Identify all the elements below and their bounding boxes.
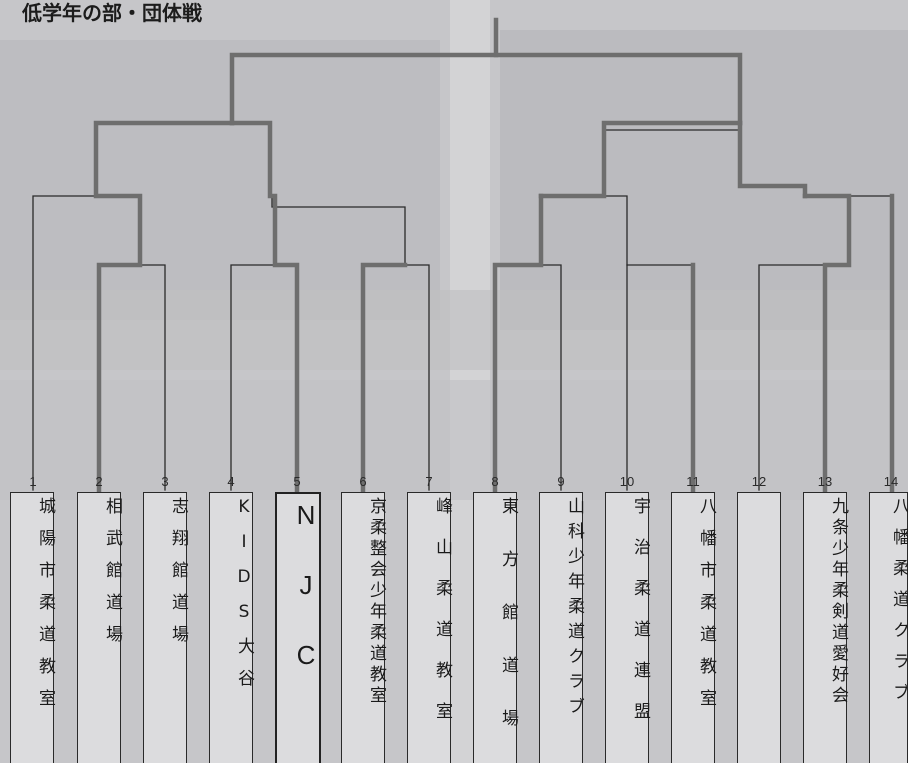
team-name: 宇治柔道連盟 bbox=[606, 497, 648, 743]
bracket-lines-winner bbox=[96, 20, 892, 490]
team-name-box: 相武館道場 bbox=[77, 492, 121, 763]
team-number: 9 bbox=[546, 474, 576, 489]
team-number: 12 bbox=[744, 474, 774, 489]
team-name: KIDS大谷 bbox=[210, 497, 252, 701]
team-name-box: 九条少年柔剣道愛好会 bbox=[803, 492, 847, 763]
team-number: 4 bbox=[216, 474, 246, 489]
team-name: 京柔整会少年柔道教室 bbox=[342, 497, 384, 707]
team-number: 2 bbox=[84, 474, 114, 489]
team-number: 8 bbox=[480, 474, 510, 489]
team-name-box: 志翔館道場 bbox=[143, 492, 187, 763]
team-name: 相武館道場 bbox=[78, 497, 120, 657]
team-name-box: 東方館道場 bbox=[473, 492, 517, 763]
team-name-box: 宇治柔道連盟 bbox=[605, 492, 649, 763]
team-number: 13 bbox=[810, 474, 840, 489]
team-name: 九条少年柔剣道愛好会 bbox=[804, 497, 846, 707]
team-number: 11 bbox=[678, 474, 708, 489]
team-name: 八幡柔道クラブ bbox=[870, 497, 907, 714]
team-number: 14 bbox=[876, 474, 906, 489]
team-name: 峰山柔道教室 bbox=[408, 497, 450, 743]
team-name-box: 八幡柔道クラブ bbox=[869, 492, 908, 763]
team-name-box: KIDS大谷 bbox=[209, 492, 253, 763]
team-number: 3 bbox=[150, 474, 180, 489]
team-number: 7 bbox=[414, 474, 444, 489]
team-number: 10 bbox=[612, 474, 642, 489]
team-name: 東方館道場 bbox=[474, 497, 516, 762]
team-name: 山科少年柔道クラブ bbox=[540, 497, 582, 722]
team-name: NJC bbox=[277, 500, 319, 710]
team-name-box: 城陽市柔道教室 bbox=[10, 492, 54, 763]
team-number: 6 bbox=[348, 474, 378, 489]
team-name-box: 八幡市柔道教室 bbox=[671, 492, 715, 763]
team-name-box: 峰山柔道教室 bbox=[407, 492, 451, 763]
team-name-box: 山科少年柔道クラブ bbox=[539, 492, 583, 763]
team-number: 1 bbox=[18, 474, 48, 489]
team-name-box: 京柔整会少年柔道教室 bbox=[341, 492, 385, 763]
team-name: 八幡市柔道教室 bbox=[672, 497, 714, 721]
team-name: 城陽市柔道教室 bbox=[11, 497, 53, 721]
team-name-box: NJC bbox=[275, 492, 321, 763]
team-name: 志翔館道場 bbox=[144, 497, 186, 657]
team-number: 5 bbox=[282, 474, 312, 489]
team-name-box bbox=[737, 492, 781, 763]
